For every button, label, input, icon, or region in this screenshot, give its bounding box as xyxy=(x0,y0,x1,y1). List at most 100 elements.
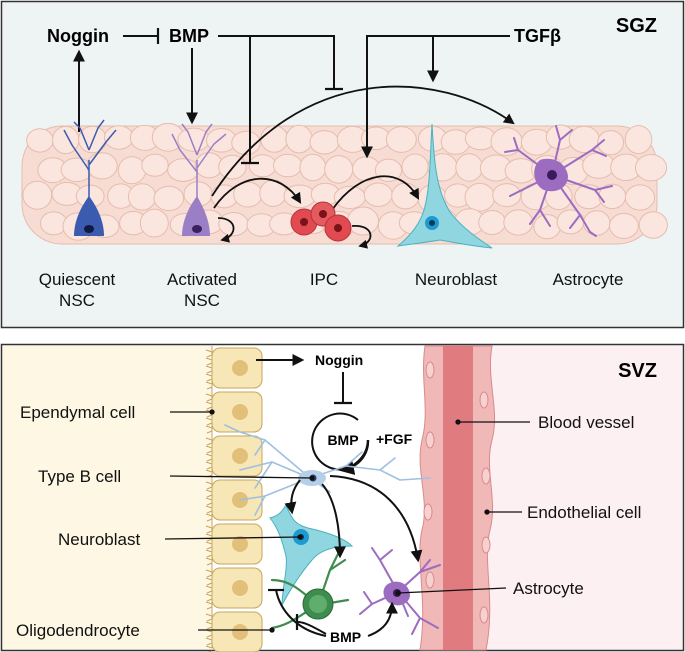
tissue-cell xyxy=(285,124,313,154)
activated-nsc-cell xyxy=(171,123,227,236)
ependymal-nucleus xyxy=(232,404,248,420)
quiescent-nsc-cell xyxy=(63,119,117,236)
activated-nsc-to-ipc-arrow xyxy=(213,177,302,209)
tissue-cell xyxy=(309,130,340,155)
svz-bmp-bottom-label: BMP xyxy=(330,629,361,645)
tissue-cell xyxy=(299,153,327,182)
tissue-cell xyxy=(455,153,484,182)
endothelial-cell-label: Endothelial cell xyxy=(527,503,641,522)
tissue-cell xyxy=(139,208,169,238)
svz-neuroblast-label: Neuroblast xyxy=(58,530,140,549)
blood-vessel xyxy=(419,345,495,651)
endothelial-nucleus xyxy=(423,503,433,521)
tissue-cell xyxy=(103,125,134,150)
svz-panel-label: SVZ xyxy=(618,360,657,382)
sgz-astrocyte-label: Astrocyte xyxy=(553,270,624,289)
sgz-neuroblast-cell xyxy=(396,123,493,249)
tgfb-arrows xyxy=(361,35,510,159)
tissue-cell xyxy=(324,155,354,184)
svz-noggin-inhibits-bmp xyxy=(334,372,352,405)
tissue-cell xyxy=(624,184,656,211)
tissue-cell xyxy=(231,130,261,156)
tissue-cell xyxy=(597,130,625,156)
endothelial-nucleus xyxy=(481,536,491,554)
tissue-cell xyxy=(478,210,507,235)
ipc-to-neuroblast-arrow xyxy=(331,175,420,211)
svz-bmp-label: BMP xyxy=(327,432,358,448)
quiescent-nsc-label-line2: NSC xyxy=(59,291,95,310)
sgz-noggin-label: Noggin xyxy=(47,26,109,46)
endothelial-nucleus xyxy=(425,571,435,589)
svz-right-region xyxy=(485,345,683,650)
ipc-cells xyxy=(290,201,352,242)
svz-astrocyte-cell xyxy=(359,547,441,635)
tissue-cell xyxy=(634,154,668,182)
bmp-inhibition-lines xyxy=(218,35,343,165)
sgz-panel-label: SGZ xyxy=(616,15,657,37)
tissue-cell xyxy=(117,156,147,185)
blood-vessel-label: Blood vessel xyxy=(538,413,634,432)
sgz-panel: SGZ Noggin BMP TGFβ xyxy=(0,0,685,329)
tissue-cell xyxy=(582,152,615,179)
tissue-cell xyxy=(167,158,200,182)
endothelial-nucleus xyxy=(479,391,489,409)
ependymal-cilia xyxy=(205,569,213,610)
sgz-neuroblast-label: Neuroblast xyxy=(415,270,497,289)
tissue-cell xyxy=(127,183,157,211)
sgz-tgfb-label: TGFβ xyxy=(514,26,561,46)
svz-noggin-label: Noggin xyxy=(315,352,363,368)
tissue-cell xyxy=(391,182,420,210)
svz-astrocyte-label: Astrocyte xyxy=(513,579,584,598)
tissue-cell xyxy=(533,214,562,240)
tissue-cell xyxy=(141,153,169,177)
endothelial-nucleus xyxy=(481,467,491,485)
ipc-label: IPC xyxy=(310,270,338,289)
svz-neuroblast-cell xyxy=(269,503,354,606)
tissue-cell xyxy=(503,209,534,236)
activated-nsc-to-astrocyte-arrow xyxy=(211,85,515,197)
tissue-cell xyxy=(363,182,393,207)
tissue-cell xyxy=(582,210,611,236)
ependymal-cilia xyxy=(205,437,213,478)
tissue-cell xyxy=(638,211,668,239)
tissue-cell xyxy=(464,182,496,212)
bmp-fgf-arrow xyxy=(339,439,370,475)
activated-nsc-label-line2: NSC xyxy=(184,291,220,310)
oligodendrocyte-cell xyxy=(270,552,350,630)
tissue-cell xyxy=(624,125,653,155)
type-b-cell-label: Type B cell xyxy=(38,467,121,486)
tissue-cell xyxy=(153,185,185,212)
ependymal-layer xyxy=(205,346,263,652)
tissue-cell xyxy=(248,154,277,178)
oligodendrocyte-label: Oligodendrocyte xyxy=(16,621,140,640)
tissue-cell xyxy=(347,206,379,236)
ependymal-nucleus xyxy=(232,624,248,640)
ependymal-nucleus xyxy=(232,536,248,552)
type-b-cell-lineage-arrows xyxy=(284,475,423,563)
tissue-cell xyxy=(26,128,54,153)
ependymal-nucleus xyxy=(232,360,248,376)
endothelial-nucleus xyxy=(479,606,489,624)
endothelial-nucleus xyxy=(425,431,435,449)
ependymal-cilia xyxy=(205,613,213,652)
tissue-cell xyxy=(401,153,429,181)
tissue-cell xyxy=(492,183,522,208)
ependymal-cell-label: Ependymal cell xyxy=(20,403,135,422)
ependymal-cilia xyxy=(205,393,213,434)
tissue-cell xyxy=(22,180,53,210)
tissue-cell xyxy=(273,153,303,178)
bmp-bottom-feedback xyxy=(268,588,398,637)
tissue-cell xyxy=(86,152,118,180)
ependymal-cilia xyxy=(205,349,213,390)
tissue-cell xyxy=(609,212,639,239)
noggin-inhibits-bmp xyxy=(123,28,160,44)
activated-nsc-label-line1: Activated xyxy=(167,270,237,289)
endothelial-nucleus xyxy=(425,361,435,379)
sgz-astrocyte-cell xyxy=(504,125,613,237)
sgz-bmp-label: BMP xyxy=(169,26,209,46)
svz-panel: SVZ Noggin BMP +FGF xyxy=(0,343,685,652)
ipc-self-renew-arrow xyxy=(351,225,372,249)
ependymal-cilia xyxy=(205,481,213,522)
svz-left-region xyxy=(2,345,213,650)
